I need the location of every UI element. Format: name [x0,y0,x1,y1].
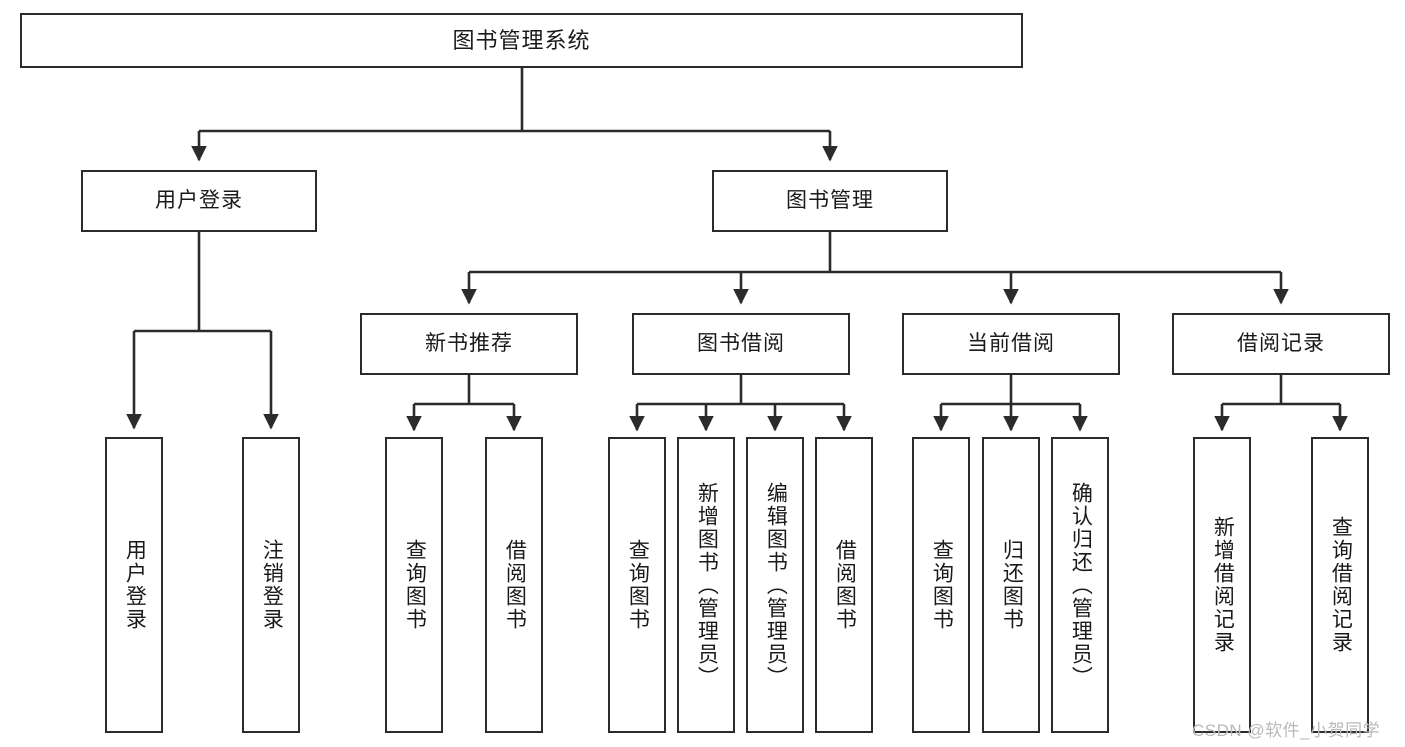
node-label: 查询借阅记录 [1329,516,1353,654]
node-label: 查询图书 [626,539,650,631]
node-label: 注销登录 [260,539,284,631]
node-label: 查询图书 [930,539,954,631]
node-label: 新书推荐 [425,331,513,355]
node-leaf-current-borrow-return[interactable]: 归还图书 [982,437,1040,733]
node-book-borrowing[interactable]: 图书借阅 [632,313,850,375]
node-borrow-records[interactable]: 借阅记录 [1172,313,1390,375]
node-label: 用户登录 [155,188,243,212]
node-leaf-book-borrow-edit[interactable]: 编辑图书（管理员） [746,437,804,733]
node-label: 借阅记录 [1237,331,1325,355]
node-label: 编辑图书（管理员） [764,481,788,689]
node-user-login[interactable]: 用户登录 [81,170,317,232]
node-label: 查询图书 [403,539,427,631]
node-leaf-new-book-query[interactable]: 查询图书 [385,437,443,733]
node-leaf-borrow-record-query[interactable]: 查询借阅记录 [1311,437,1369,733]
node-leaf-user-login-signin[interactable]: 用户登录 [105,437,163,733]
node-leaf-user-login-signout[interactable]: 注销登录 [242,437,300,733]
node-leaf-new-book-borrow[interactable]: 借阅图书 [485,437,543,733]
node-label: 新增图书（管理员） [695,481,719,689]
node-current-borrowing[interactable]: 当前借阅 [902,313,1120,375]
watermark-text: CSDN @软件_小贺同学 [1192,721,1381,740]
node-leaf-book-borrow-add[interactable]: 新增图书（管理员） [677,437,735,733]
node-label: 用户登录 [123,539,147,631]
node-leaf-borrow-record-add[interactable]: 新增借阅记录 [1193,437,1251,733]
node-root-book-management-system[interactable]: 图书管理系统 [20,13,1023,68]
node-leaf-book-borrow-borrow[interactable]: 借阅图书 [815,437,873,733]
node-book-management[interactable]: 图书管理 [712,170,948,232]
node-leaf-current-borrow-confirm-return[interactable]: 确认归还（管理员） [1051,437,1109,733]
node-label: 当前借阅 [967,331,1055,355]
node-label: 图书管理 [786,188,874,212]
node-label: 确认归还（管理员） [1069,481,1093,689]
node-new-book-recommendation[interactable]: 新书推荐 [360,313,578,375]
node-label: 归还图书 [1000,539,1024,631]
node-label: 借阅图书 [833,539,857,631]
node-label: 图书管理系统 [452,27,591,53]
node-label: 新增借阅记录 [1211,516,1235,654]
node-label: 借阅图书 [503,539,527,631]
node-leaf-current-borrow-query[interactable]: 查询图书 [912,437,970,733]
node-label: 图书借阅 [697,331,785,355]
node-leaf-book-borrow-query[interactable]: 查询图书 [608,437,666,733]
